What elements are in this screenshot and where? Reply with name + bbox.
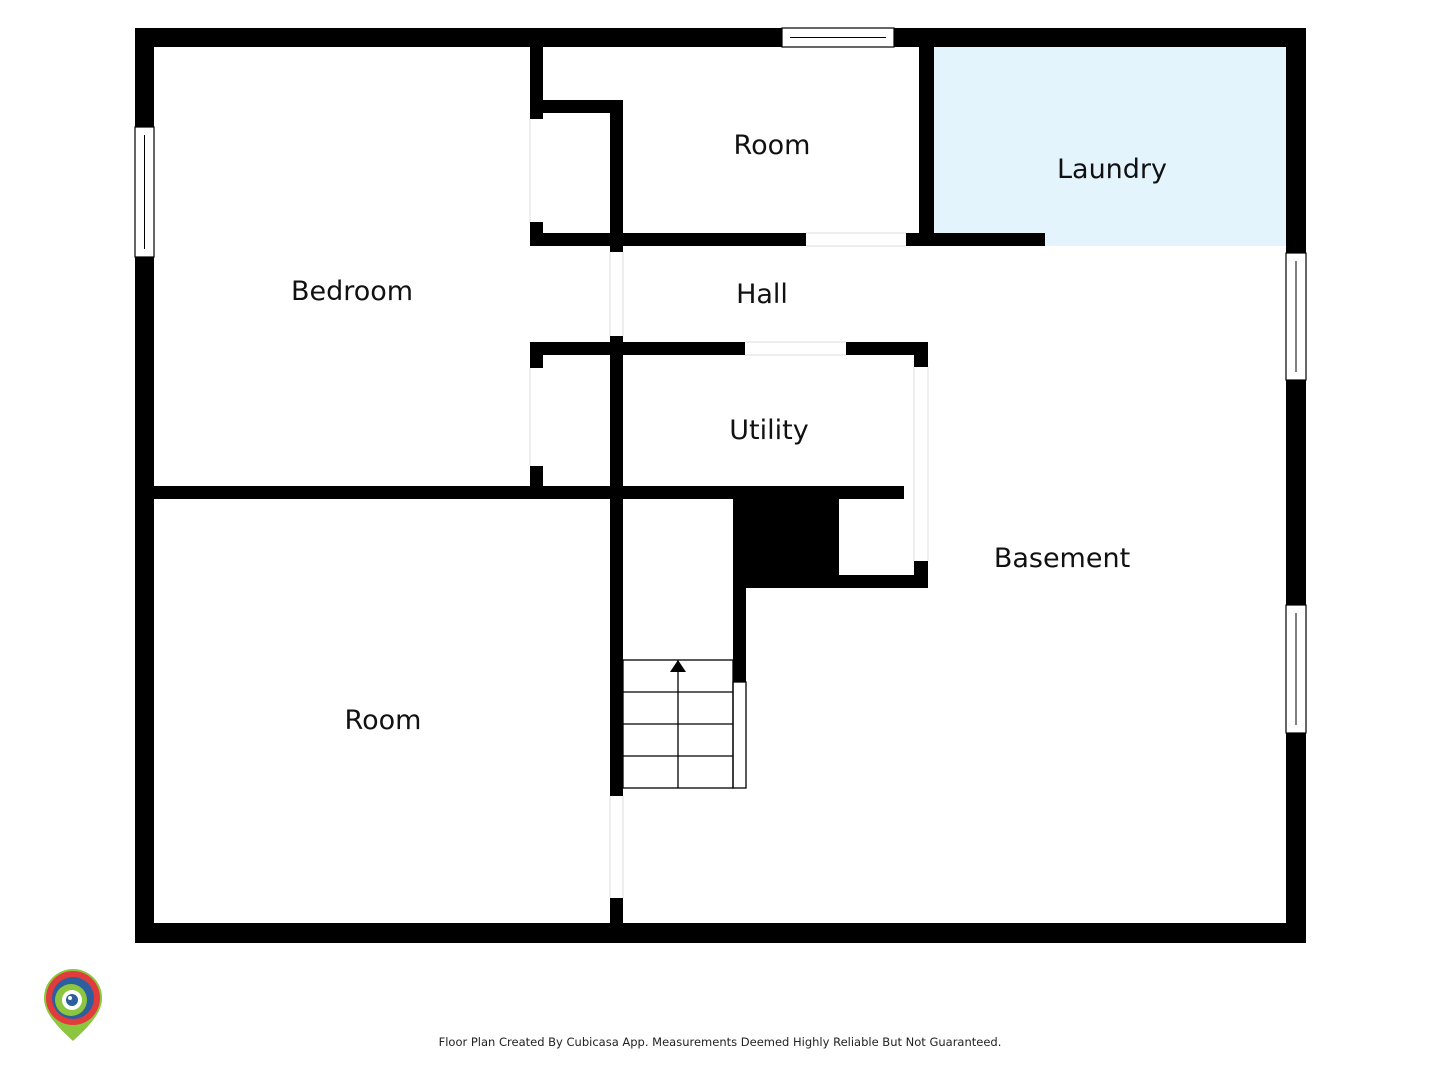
wall-hall-bottom-b [846, 342, 928, 355]
windows [134, 27, 1307, 734]
laundry-fill [934, 47, 1286, 246]
outer-wall-bottom [135, 923, 1306, 943]
door-openings [529, 119, 929, 898]
label-hall: Hall [736, 279, 788, 310]
label-room-bottom: Room [345, 705, 422, 736]
wall-stair-right [733, 499, 746, 682]
wall-bedroom-room [154, 486, 904, 499]
wall-closet-lower-a [530, 342, 543, 368]
label-basement: Basement [994, 543, 1130, 574]
wall-room-bottom-stub [610, 898, 623, 943]
cubicasa-logo-icon [44, 969, 102, 1041]
wall-closet-lower-b [530, 466, 543, 499]
outer-wall-top [135, 28, 1306, 47]
outer-wall-right [1286, 28, 1306, 943]
wall-hall-top-b [906, 233, 1045, 246]
wall-hall-bottom-a [530, 342, 745, 355]
wall-chimney-bottom [733, 575, 928, 588]
label-utility: Utility [729, 415, 808, 446]
wall-closet-upper-c [610, 100, 623, 252]
wall-room-laundry [919, 47, 934, 246]
stairs [622, 659, 747, 789]
label-laundry: Laundry [1057, 154, 1167, 185]
label-room-top: Room [734, 130, 811, 161]
wall-utility-left [610, 336, 623, 796]
chimney-block [733, 499, 839, 588]
wall-hall-top-a [530, 233, 806, 246]
label-bedroom: Bedroom [291, 276, 413, 307]
wall-closet-upper-b [530, 100, 623, 113]
footer-disclaimer: Floor Plan Created By Cubicasa App. Meas… [438, 1035, 1002, 1049]
arrow-up-icon [670, 660, 686, 672]
wall-utility-right-top [914, 342, 928, 367]
